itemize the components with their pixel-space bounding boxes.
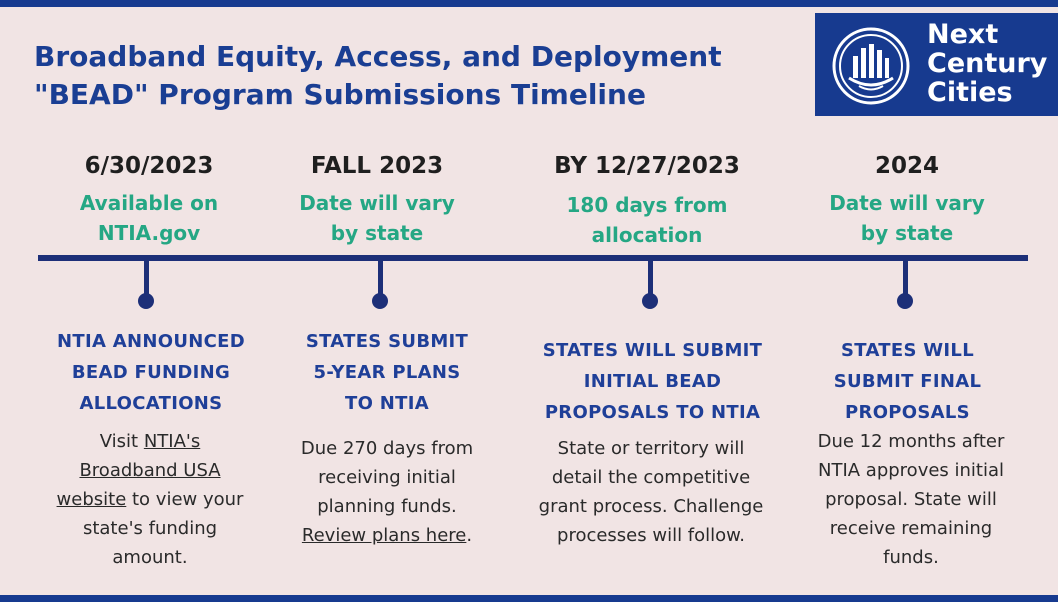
milestone-2-marker [372,293,388,309]
top-border [0,0,1058,7]
milestone-4-desc-line: NTIA approves initial [817,460,1005,481]
milestone-1-connector [144,259,149,301]
logo-line-3: Cities [927,77,1013,108]
milestone-3-subtitle-line: allocation [591,223,703,247]
milestone-4-desc-line: funds. [883,547,939,568]
milestone-2-heading-line: 5-YEAR PLANS [313,362,461,383]
milestone-2-desc-line: Due 270 days from [300,438,474,459]
milestone-2-description: Due 270 days from receiving initial plan… [276,434,498,550]
milestone-3-desc-line: State or territory will [557,438,745,459]
milestone-3-subtitle-line: 180 days from [566,193,728,217]
milestone-1-desc-text: Visit [99,431,144,452]
milestone-3-heading: STATES WILL SUBMIT INITIAL BEAD PROPOSAL… [510,335,795,428]
logo-wordmark: Next Century Cities [927,20,1047,107]
ntia-link[interactable]: NTIA's [143,431,201,452]
milestone-1-desc-text: to view your [126,489,244,510]
milestone-4-desc-line: proposal. State will [825,489,997,510]
milestone-2-subtitle-line: by state [330,221,424,245]
milestone-4-heading-line: SUBMIT FINAL [833,371,982,392]
milestone-1-heading: NTIA ANNOUNCED BEAD FUNDING ALLOCATIONS [26,326,276,419]
milestone-3-marker [642,293,658,309]
milestone-1-desc-line: website to view your [30,485,270,514]
milestone-2-heading-line: TO NTIA [345,393,429,414]
milestone-4-heading-line: STATES WILL [841,340,974,361]
milestone-1-desc-line: Visit NTIA's [30,427,270,456]
logo-line-2: Century [927,48,1048,79]
logo-line-1: Next [927,19,999,50]
milestone-2-desc-text: . [466,525,473,546]
milestone-2-subtitle: Date will vary by state [272,188,482,248]
milestone-4-subtitle-line: by state [860,221,954,245]
milestone-4-subtitle-line: Date will vary [829,191,985,215]
milestone-2-subtitle-line: Date will vary [299,191,455,215]
milestone-1-heading-line: ALLOCATIONS [79,393,223,414]
milestone-4-desc-line: receive remaining [829,518,993,539]
milestone-1-desc-line: amount. [112,547,188,568]
milestone-1-subtitle-line: Available on [79,191,219,215]
milestone-4-heading: STATES WILL SUBMIT FINAL PROPOSALS [800,335,1015,428]
timeline-line [38,255,1028,261]
next-century-cities-logo: Next Century Cities [815,13,1058,116]
milestone-1-marker [138,293,154,309]
milestone-3-heading-line: INITIAL BEAD [583,371,722,392]
milestone-3-date: BY 12/27/2023 [554,153,740,179]
milestone-1-heading-line: BEAD FUNDING [71,362,231,383]
milestone-2-date: FALL 2023 [310,153,444,179]
milestone-3-desc-line: processes will follow. [557,525,745,546]
milestone-2-desc-line: planning funds. [317,496,457,517]
milestone-3-desc-line: grant process. Challenge [538,496,764,517]
milestone-2-desc-line: receiving initial [318,467,456,488]
bottom-border [0,595,1058,602]
title-line-2: "BEAD" Program Submissions Timeline [34,78,646,111]
milestone-3-heading-line: PROPOSALS TO NTIA [544,402,761,423]
milestone-1-date: 6/30/2023 [84,153,214,179]
milestone-1-desc-line: state's funding [82,518,218,539]
website-link[interactable]: website [56,489,127,510]
milestone-1-heading-line: NTIA ANNOUNCED [57,331,245,352]
milestone-4-subtitle: Date will vary by state [802,188,1012,248]
city-buildings-circle-icon [832,27,910,105]
milestone-3-description: State or territory will detail the compe… [512,434,790,550]
milestone-3-heading-line: STATES WILL SUBMIT [542,340,763,361]
milestone-4-marker [897,293,913,309]
broadband-usa-link[interactable]: Broadband USA [79,460,221,481]
milestone-4-desc-line: Due 12 months after [817,431,1005,452]
review-plans-link[interactable]: Review plans here [301,525,467,546]
milestone-2-connector [378,259,383,301]
milestone-3-subtitle: 180 days from allocation [527,190,767,250]
milestone-3-desc-line: detail the competitive [551,467,751,488]
page-title: Broadband Equity, Access, and Deployment… [34,38,804,114]
milestone-3-connector [648,259,653,301]
title-line-1: Broadband Equity, Access, and Deployment [34,40,722,73]
milestone-2-heading: STATES SUBMIT 5-YEAR PLANS TO NTIA [272,326,502,419]
milestone-4-heading-line: PROPOSALS [845,402,970,423]
milestone-1-subtitle: Available on NTIA.gov [44,188,254,248]
milestone-2-desc-line: Review plans here. [276,521,498,550]
milestone-1-desc-line: Broadband USA [30,456,270,485]
milestone-4-date: 2024 [874,153,939,179]
milestone-4-connector [903,259,908,301]
milestone-1-description: Visit NTIA's Broadband USA website to vi… [30,427,270,572]
milestone-4-description: Due 12 months after NTIA approves initia… [795,427,1027,572]
milestone-2-heading-line: STATES SUBMIT [305,331,469,352]
milestone-1-subtitle-line: NTIA.gov [97,221,201,245]
